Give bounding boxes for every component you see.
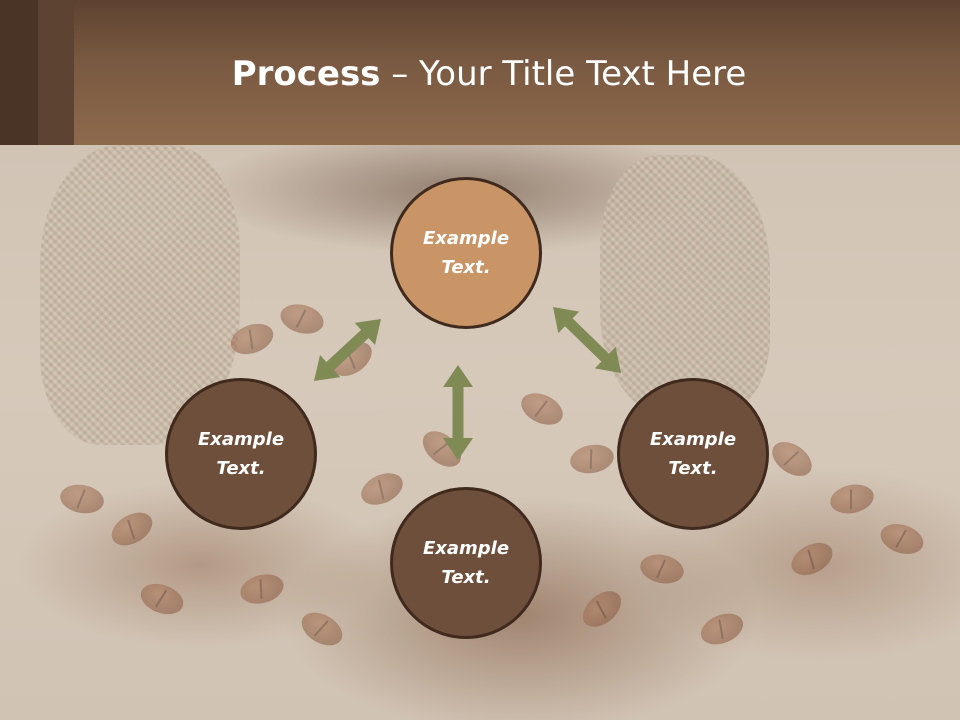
node-left-label: Example Text. (197, 429, 285, 479)
title-bar: Process – Your Title Text Here (0, 0, 960, 145)
process-node-bottom[interactable]: Example Text. (390, 487, 542, 639)
header-stripe-medium (38, 0, 74, 145)
header-stripe-dark (0, 0, 38, 145)
double-arrow-top-bottom (443, 365, 473, 460)
title-strong: Process (231, 54, 381, 94)
process-node-left[interactable]: Example Text. (165, 378, 317, 530)
node-top-label: Example Text. (422, 228, 510, 278)
burlap-sack-right (600, 155, 770, 415)
process-node-right[interactable]: Example Text. (617, 378, 769, 530)
slide-title[interactable]: Process – Your Title Text Here (74, 52, 904, 96)
node-right-label: Example Text. (649, 429, 737, 479)
title-rest: – Your Title Text Here (380, 54, 747, 94)
process-node-top[interactable]: Example Text. (390, 177, 542, 329)
double-arrow-top-right (553, 307, 621, 373)
double-arrow-left-top (314, 319, 381, 381)
node-bottom-label: Example Text. (422, 538, 510, 588)
